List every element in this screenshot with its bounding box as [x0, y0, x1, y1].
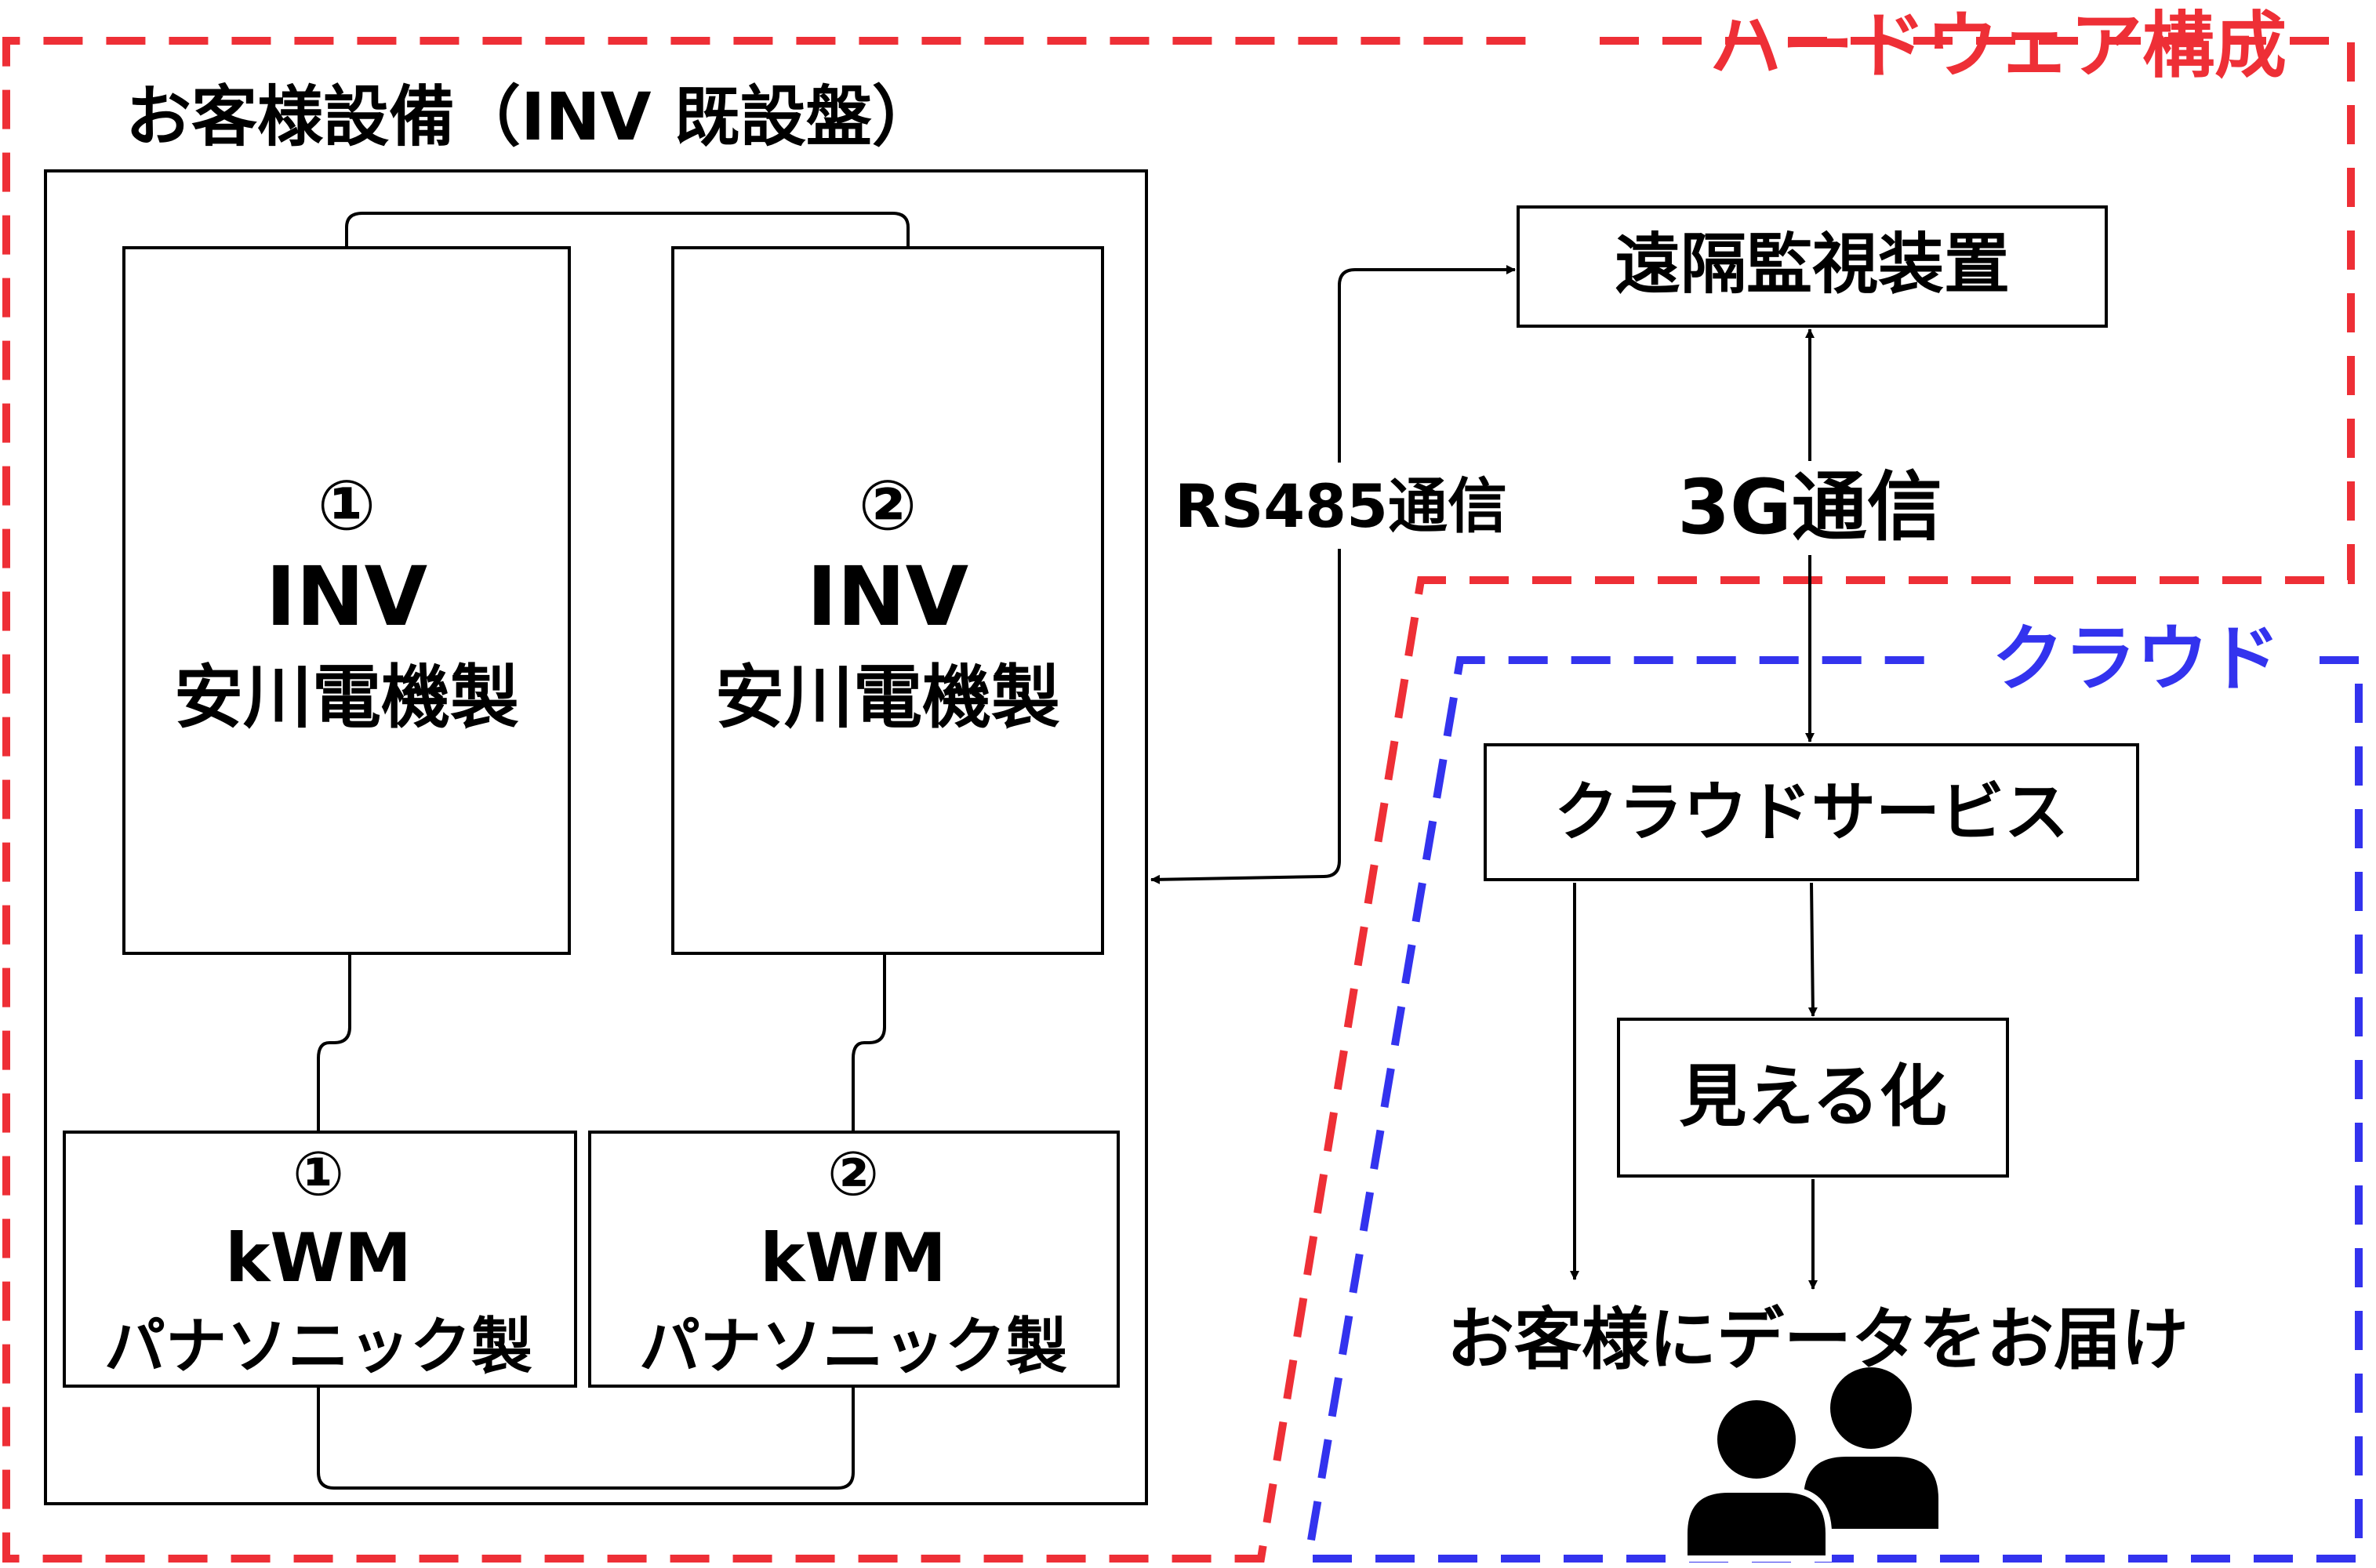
visualization-box: [1617, 1018, 2009, 1178]
inverter-2-maker: 安川電機製: [715, 657, 1060, 738]
meter-2-model: kWM: [760, 1219, 946, 1298]
meter-2: ② kWM パナソニック製: [588, 1131, 1120, 1388]
meter-1: ① kWM パナソニック製: [63, 1131, 577, 1388]
visualization-label: 見える化: [1679, 1058, 1946, 1136]
customer-equipment-panel: [44, 169, 1148, 1505]
inverter-2: ② INV 安川電機製: [671, 246, 1104, 955]
cloud-group-boundary: [1303, 656, 2363, 1563]
meter-2-box: [588, 1131, 1120, 1388]
3g-label: 3G通信: [1677, 463, 1942, 551]
meter-1-maker: パナソニック製: [104, 1312, 532, 1382]
rs485-link-arrow: [1150, 265, 1516, 884]
cloud-to-visualization-arrow: [1807, 882, 1818, 1017]
cloud-service-label: クラウドサービス: [1554, 775, 2069, 850]
meter-1-model: kWM: [225, 1219, 412, 1298]
rs485-label: RS485通信: [1175, 471, 1507, 541]
inverter-1-maker: 安川電機製: [174, 657, 519, 738]
customer-equipment-title: お客様設備（INV 既設盤）: [125, 78, 938, 155]
meter-link-line: [317, 1386, 855, 1490]
cloud-group-label: クラウド: [1992, 617, 2280, 701]
inverter-1-meter-line: [317, 953, 351, 1132]
hardware-group-boundary: [2, 37, 2355, 1563]
hardware-group-label: ハードウェア構成: [1709, 4, 2287, 88]
inverter-2-number: ②: [859, 465, 917, 546]
rs485-label-bg: [1176, 463, 1506, 549]
inverter-1: ① INV 安川電機製: [122, 246, 571, 955]
inverter-2-box: [671, 246, 1104, 955]
inverter-2-meter-line: [852, 953, 886, 1132]
inverter-1-number: ①: [318, 465, 376, 546]
delivery-label: お客様にデータをお届け: [1447, 1301, 2189, 1379]
meter-1-box: [63, 1131, 577, 1388]
3g-label-bg: [1677, 461, 1943, 555]
meter-2-maker: パナソニック製: [639, 1312, 1067, 1382]
inverter-1-box: [122, 246, 571, 955]
inverter-link-line: [345, 212, 910, 248]
inverter-2-model: INV: [807, 549, 968, 644]
meter-2-number: ②: [827, 1139, 879, 1210]
remote-monitor-label: 遠隔監視装置: [1615, 226, 2010, 303]
users-icon: [1681, 1367, 1938, 1562]
meter-1-number: ①: [292, 1139, 344, 1210]
inverter-1-model: INV: [266, 549, 427, 644]
remote-monitor-box: [1517, 205, 2108, 328]
cloud-service-box: [1484, 743, 2139, 881]
